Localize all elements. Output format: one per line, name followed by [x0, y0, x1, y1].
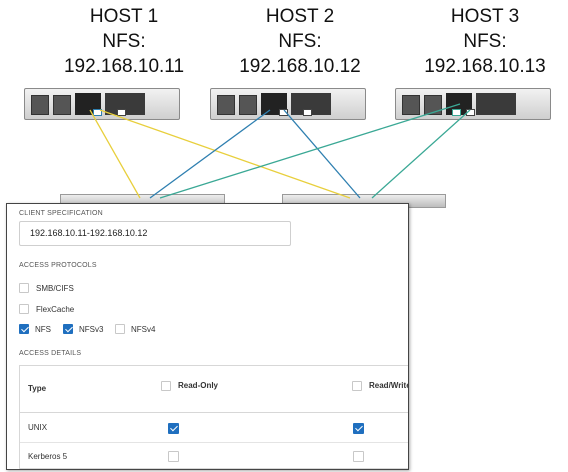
column-header-read-write: Read/Write — [369, 381, 409, 390]
cable-host2-switch1 — [149, 109, 271, 199]
host-1-label: HOST 1 NFS: 192.168.10.11 — [34, 4, 214, 79]
host-1-ip: 192.168.10.11 — [63, 56, 185, 77]
nfs-export-settings-panel: CLIENT SPECIFICATION 192.168.10.11-192.1… — [6, 203, 409, 470]
kerberos5-read-only-checkbox[interactable] — [168, 451, 179, 462]
cable-host3-switch1 — [159, 103, 461, 199]
nfsv3-label: NFSv3 — [79, 325, 104, 334]
read-only-header-checkbox[interactable] — [161, 381, 171, 391]
host-2-protocol: NFS: — [278, 31, 322, 52]
nfsv4-label: NFSv4 — [131, 325, 156, 334]
nfs-checkbox[interactable] — [19, 324, 29, 334]
row-type-kerberos5: Kerberos 5 — [28, 452, 68, 461]
host-3-label: HOST 3 NFS: 192.168.10.13 — [395, 4, 568, 79]
nfsv3-checkbox[interactable] — [63, 324, 73, 334]
host-3-server-image — [395, 88, 551, 120]
cable-host2-switch2 — [283, 109, 361, 199]
unix-read-only-checkbox[interactable] — [168, 423, 179, 434]
read-write-header-checkbox[interactable] — [352, 381, 362, 391]
cable-host1-switch2 — [99, 109, 351, 199]
host-1-name: HOST 1 — [89, 6, 159, 27]
host-2-server-image — [210, 88, 366, 120]
column-header-read-only: Read-Only — [178, 381, 219, 390]
access-details-table: Type Read-Only Read/Write UNIX Kerberos … — [19, 365, 409, 469]
host-3-protocol: NFS: — [463, 31, 507, 52]
table-row: Kerberos 5 — [20, 442, 408, 469]
row-type-unix: UNIX — [28, 423, 48, 432]
smb-cifs-checkbox[interactable] — [19, 283, 29, 293]
host-3-name: HOST 3 — [450, 6, 520, 27]
client-spec-input[interactable]: 192.168.10.11-192.168.10.12 — [19, 221, 291, 246]
cable-host3-switch2 — [371, 109, 471, 199]
table-row: UNIX — [20, 412, 408, 443]
client-spec-label: CLIENT SPECIFICATION — [19, 210, 103, 217]
unix-read-write-checkbox[interactable] — [353, 423, 364, 434]
access-protocols-label: ACCESS PROTOCOLS — [19, 262, 97, 269]
host-2-label: HOST 2 NFS: 192.168.10.12 — [210, 4, 390, 79]
access-details-label: ACCESS DETAILS — [19, 350, 82, 357]
host-2-ip: 192.168.10.12 — [239, 56, 361, 77]
nfsv4-checkbox[interactable] — [115, 324, 125, 334]
nfs-label: NFS — [35, 325, 51, 334]
kerberos5-read-write-checkbox[interactable] — [353, 451, 364, 462]
flexcache-checkbox[interactable] — [19, 304, 29, 314]
table-header-row: Type Read-Only Read/Write — [20, 366, 409, 413]
host-2-name: HOST 2 — [265, 6, 335, 27]
column-header-type: Type — [28, 384, 47, 393]
smb-cifs-label: SMB/CIFS — [36, 284, 74, 293]
flexcache-label: FlexCache — [36, 305, 75, 314]
host-1-server-image — [24, 88, 180, 120]
cable-host1-switch1 — [89, 109, 141, 199]
host-1-protocol: NFS: — [102, 31, 146, 52]
host-3-ip: 192.168.10.13 — [424, 56, 546, 77]
